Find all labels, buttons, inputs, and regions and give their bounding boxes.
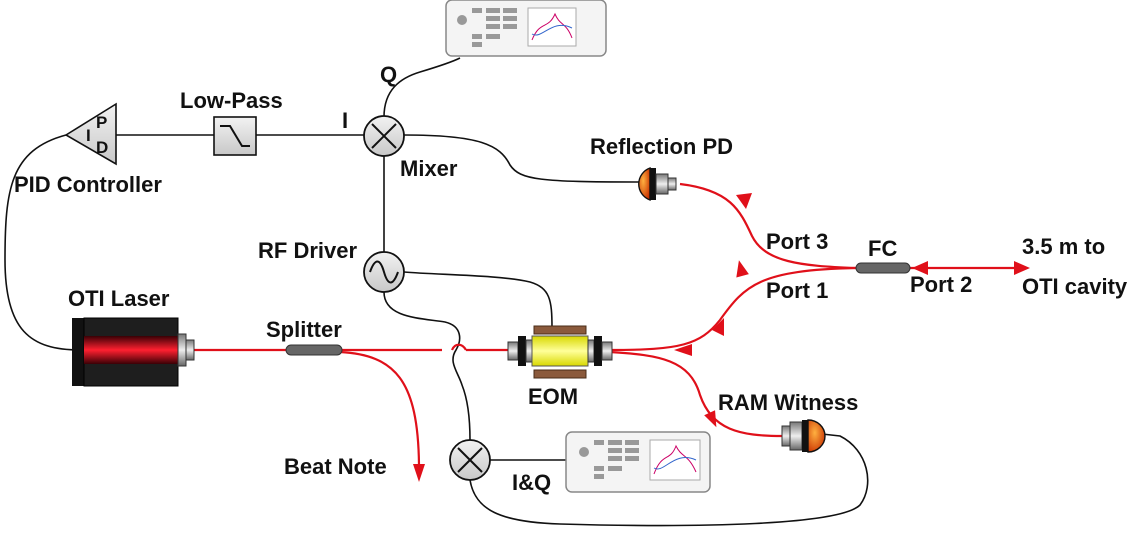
pid-p-letter: P: [96, 113, 107, 132]
reflection-pd-label: Reflection PD: [590, 134, 733, 159]
splitter-icon: [285, 344, 343, 356]
photodiode-icon: [638, 167, 677, 201]
low-pass-label: Low-Pass: [180, 88, 283, 113]
oscilloscope-icon: [565, 431, 711, 493]
mixer-icon: [449, 439, 491, 481]
eom-icon: [507, 325, 613, 379]
laser-icon: [72, 317, 195, 387]
rf-driver-label: RF Driver: [258, 238, 357, 263]
port1-label: Port 1: [766, 278, 828, 303]
low-pass-filter-icon: [213, 116, 257, 156]
iq-label: I&Q: [512, 470, 551, 495]
ram-witness-label: RAM Witness: [718, 390, 858, 415]
pid-d-letter: D: [96, 138, 108, 157]
photodiode-icon: [781, 419, 826, 453]
sine-oscillator-icon: [363, 251, 405, 293]
beat-note-label: Beat Note: [284, 454, 387, 479]
eom-label: EOM: [528, 384, 578, 409]
distance-label-line2: OTI cavity: [1022, 274, 1128, 299]
port2-label: Port 2: [910, 272, 972, 297]
pid-i-letter: I: [86, 126, 91, 145]
fiber-arrows: [413, 193, 1030, 482]
electrical-wires: [4, 57, 869, 527]
fiber-coupler-icon: [855, 262, 911, 274]
distance-label-line1: 3.5 m to: [1022, 234, 1105, 259]
pid-controller-label: PID Controller: [14, 172, 162, 197]
splitter-label: Splitter: [266, 317, 342, 342]
fc-label: FC: [868, 236, 897, 261]
optical-fibers: [194, 182, 1020, 466]
mixer-label: Mixer: [400, 156, 458, 181]
q-label: Q: [380, 62, 397, 87]
i-label: I: [342, 108, 348, 133]
oscilloscope-icon: [445, 0, 607, 57]
mixer-icon: [363, 115, 405, 157]
pid-amplifier-icon: [64, 102, 117, 166]
port3-label: Port 3: [766, 229, 828, 254]
oti-laser-label: OTI Laser: [68, 286, 170, 311]
